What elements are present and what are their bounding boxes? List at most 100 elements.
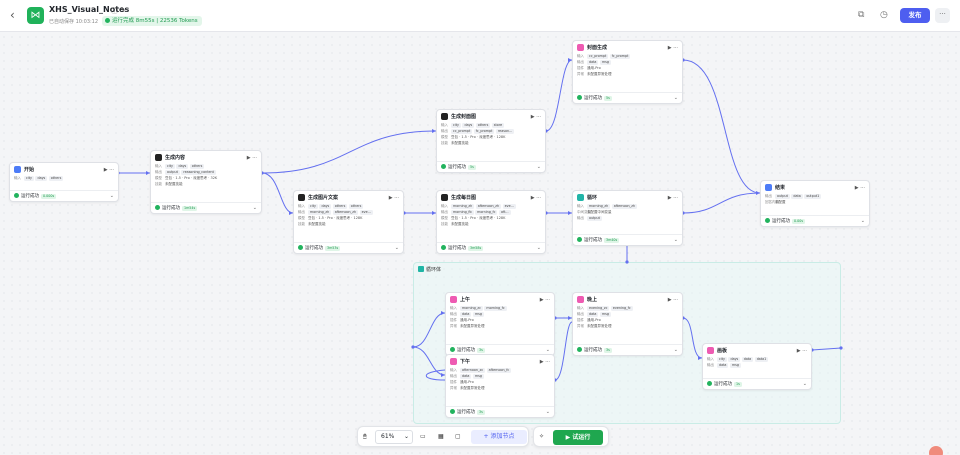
variable-tag: output <box>775 194 790 199</box>
chevron-down-icon[interactable]: ⌄ <box>252 205 257 211</box>
run-status-badge[interactable]: 运行完成 8m55s | 22536 Tokens <box>102 16 202 26</box>
param-label: 输入 <box>577 54 584 58</box>
variable-tag: city <box>717 357 727 362</box>
edit-icon[interactable]: ✎ <box>120 6 126 14</box>
param-value: 通用-Pro <box>460 318 474 322</box>
node-more-icon[interactable]: ··· <box>860 185 865 191</box>
node-title: 封面生成 <box>587 45 608 51</box>
node-more-icon[interactable]: ··· <box>394 195 399 201</box>
param-row: 模型豆包 · 1.5 · Pro · 深度思考 · 32K <box>155 175 257 181</box>
zoom-select[interactable]: 61%⌄ <box>375 430 413 444</box>
chevron-down-icon[interactable]: ⌄ <box>673 237 678 243</box>
chevron-down-icon[interactable]: ⌄ <box>109 193 114 199</box>
variable-tag: msg <box>472 374 484 379</box>
run-node-icon[interactable]: ▶ <box>539 297 544 303</box>
debug-icon[interactable]: ✧ <box>539 433 545 440</box>
history-icon[interactable]: ◷ <box>880 10 888 20</box>
run-node-icon[interactable]: ▶ <box>854 185 859 191</box>
chevron-down-icon[interactable]: ⌄ <box>545 409 550 415</box>
success-check-icon <box>577 94 582 100</box>
run-node-icon[interactable]: ▶ <box>530 195 535 201</box>
copy-icon[interactable]: ⧉ <box>858 10 865 20</box>
run-node-icon[interactable]: ▶ <box>530 114 535 120</box>
run-node-icon[interactable]: ▶ <box>667 195 672 201</box>
node-more-icon[interactable]: ··· <box>545 297 550 303</box>
info-icon[interactable]: ⓘ <box>111 7 118 15</box>
run-node-icon[interactable]: ▶ <box>103 167 108 173</box>
node-more-icon[interactable]: ··· <box>536 195 541 201</box>
more-button[interactable]: ··· <box>935 8 950 23</box>
run-node-icon[interactable]: ▶ <box>539 359 544 365</box>
run-node-icon[interactable]: ▶ <box>667 45 672 51</box>
node-more-icon[interactable]: ··· <box>802 348 807 354</box>
comment-icon[interactable]: ▢ <box>455 433 461 440</box>
variable-tag: morning_fb <box>451 210 474 215</box>
chevron-down-icon[interactable]: ⌄ <box>545 347 550 353</box>
node-more-icon[interactable]: ··· <box>252 155 257 161</box>
run-node-icon[interactable]: ▶ <box>796 348 801 354</box>
back-arrow-icon[interactable]: ‹ <box>10 8 15 22</box>
node-more-icon[interactable]: ··· <box>545 359 550 365</box>
publish-button[interactable]: 发布 <box>900 8 930 23</box>
node-run-time: 1s <box>734 381 742 387</box>
chevron-down-icon[interactable]: ⌄ <box>673 95 678 101</box>
run-node-icon[interactable]: ▶ <box>667 297 672 303</box>
chevron-down-icon[interactable]: ⌄ <box>673 347 678 353</box>
grid-layout-icon[interactable]: ▦ <box>438 433 444 440</box>
minimap-icon[interactable]: ▭ <box>420 433 426 440</box>
success-check-icon <box>450 408 455 414</box>
chevron-down-icon[interactable]: ⌄ <box>860 218 865 224</box>
variable-tag: eve... <box>359 210 373 215</box>
chevron-down-icon[interactable]: ⌄ <box>536 164 541 170</box>
node-title: 循环 <box>587 195 598 201</box>
node-more-icon[interactable]: ··· <box>536 114 541 120</box>
run-toolbar: ✧ ▶ 试运行 <box>533 426 609 447</box>
add-node-button[interactable]: + 添加节点 <box>471 430 527 444</box>
chevron-down-icon[interactable]: ⌄ <box>536 245 541 251</box>
mouse-mode-icon[interactable]: 🖱 <box>363 433 367 440</box>
chevron-down-icon[interactable]: ⌄ <box>394 245 399 251</box>
node-title: 生成每日图 <box>451 195 477 201</box>
test-run-button[interactable]: ▶ 试运行 <box>553 430 603 445</box>
run-node-icon[interactable]: ▶ <box>246 155 251 161</box>
user-avatar[interactable] <box>929 446 943 455</box>
chevron-down-icon[interactable]: ⌄ <box>802 381 807 387</box>
node-more-icon[interactable]: ··· <box>673 45 678 51</box>
node-more-icon[interactable]: ··· <box>673 195 678 201</box>
node-more-icon[interactable]: ··· <box>109 167 114 173</box>
variable-tag: morning_zc <box>460 306 483 311</box>
param-label: 输出 <box>450 374 457 378</box>
node-more-icon[interactable]: ··· <box>673 297 678 303</box>
param-label: 异常 <box>577 324 584 328</box>
run-node-icon[interactable]: ▶ <box>388 195 393 201</box>
